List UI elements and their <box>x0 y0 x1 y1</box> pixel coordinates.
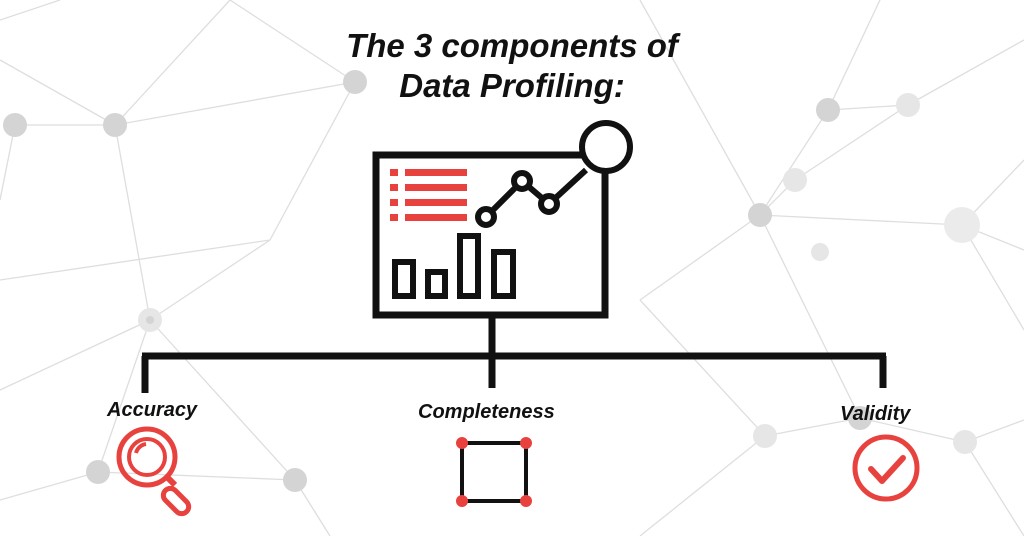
accuracy-label: Accuracy <box>107 399 198 421</box>
list-lines-icon <box>390 169 467 221</box>
title-line-1: The 3 components of <box>346 27 678 64</box>
bar-2 <box>425 269 448 299</box>
bar-1 <box>392 259 416 299</box>
bar-3 <box>457 233 481 299</box>
magnifier-lens-circle <box>579 120 633 174</box>
bar-4 <box>491 249 516 299</box>
square-corners-icon <box>456 437 532 507</box>
check-circle-icon <box>852 434 920 502</box>
completeness-label: Completeness <box>418 401 555 423</box>
line-chart-icon <box>475 167 589 228</box>
tree-connectors <box>141 315 887 393</box>
validity-label: Validity <box>840 403 911 425</box>
title-line-2: Data Profiling: <box>399 67 625 104</box>
page-title: The 3 components of Data Profiling: <box>0 26 1024 106</box>
magnifier-icon <box>116 426 192 517</box>
bar-chart-icon <box>392 233 516 299</box>
background-nodes <box>3 70 980 492</box>
dashboard-icon <box>372 120 633 319</box>
